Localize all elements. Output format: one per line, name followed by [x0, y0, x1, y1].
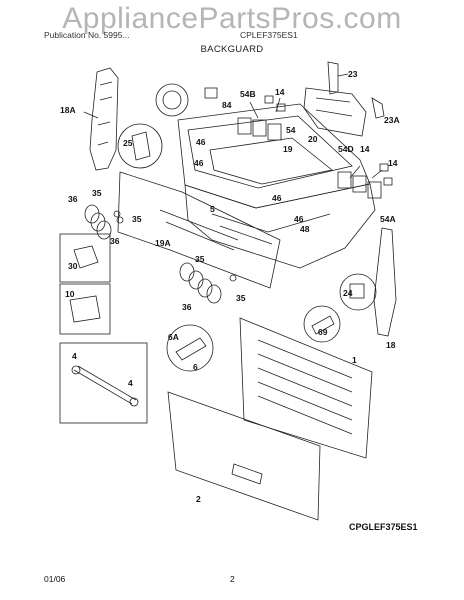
part-30-detail-box	[59, 233, 111, 283]
part-round-clock	[155, 83, 218, 117]
callout-46c: 46	[272, 193, 282, 203]
callout-36c: 36	[182, 302, 192, 312]
callout-54a: 54A	[380, 214, 396, 224]
callout-18: 18	[386, 340, 396, 350]
callout-30: 30	[68, 261, 78, 271]
callout-19: 19	[283, 144, 293, 154]
callout-46d: 46	[294, 214, 304, 224]
part-20-control-board	[303, 87, 367, 137]
callout-35c: 35	[195, 254, 205, 264]
callout-6: 6	[193, 362, 198, 372]
callout-46a: 46	[196, 137, 206, 147]
section-title: BACKGUARD	[200, 44, 264, 55]
callout-14a: 14	[275, 87, 285, 97]
part-2-lower-panel	[167, 391, 321, 521]
part-23-bracket	[327, 61, 339, 95]
callout-19a: 19A	[155, 238, 171, 248]
callout-25: 25	[123, 138, 133, 148]
footer-date: 01/06	[44, 574, 66, 584]
part-19a-control-panel	[117, 171, 281, 289]
callout-23: 23	[348, 69, 358, 79]
callout-36a: 36	[68, 194, 78, 204]
part-10-detail-box	[59, 283, 111, 335]
part-25-detail	[117, 123, 163, 169]
callout-46b: 46	[194, 158, 204, 168]
part-1-rear-panel	[239, 317, 373, 459]
part-4-detail-box	[59, 342, 148, 424]
diagram-code: CPGLEF375ES1	[349, 522, 418, 532]
part-54-relays-upper	[237, 95, 286, 141]
footer-page-number: 2	[230, 574, 235, 584]
callout-54: 54	[286, 125, 296, 135]
callout-4b: 4	[128, 378, 133, 388]
callout-48: 48	[300, 224, 310, 234]
part-18-end-cap	[373, 227, 397, 337]
callout-23a: 23A	[384, 115, 400, 125]
callout-1: 1	[352, 355, 357, 365]
callout-labels: 23 14 54B 84 54 20 23A 18A 25 46 46 19 5…	[60, 69, 400, 504]
part-6-detail	[166, 324, 214, 372]
callout-14b: 14	[360, 144, 370, 154]
callout-35b: 35	[132, 214, 142, 224]
callout-20: 20	[308, 134, 318, 144]
part-36-knobs-bottom	[179, 262, 237, 304]
callout-14c: 14	[388, 158, 398, 168]
callout-10: 10	[65, 289, 75, 299]
callout-2: 2	[196, 494, 201, 504]
callout-24: 24	[343, 288, 353, 298]
callout-54b: 54B	[240, 89, 256, 99]
callout-36b: 36	[110, 236, 120, 246]
callout-69: 69	[318, 327, 328, 337]
part-backguard-body	[184, 183, 376, 269]
callout-5: 5	[210, 204, 215, 214]
callout-84: 84	[222, 100, 232, 110]
part-54a-relays-lower	[337, 163, 393, 199]
callout-54d: 54D	[338, 144, 354, 154]
callout-35d: 35	[236, 293, 246, 303]
part-23a-end-bracket	[371, 97, 385, 119]
part-36-knobs-left	[84, 204, 124, 240]
part-18a-end-cap	[89, 67, 119, 171]
publication-label: Publication No. 5995...	[44, 30, 130, 40]
callout-4a: 4	[72, 351, 77, 361]
part-69-detail	[303, 305, 341, 343]
model-label: CPLEF375ES1	[240, 30, 298, 40]
callout-18a: 18A	[60, 105, 76, 115]
part-24-detail	[339, 273, 377, 311]
callout-35a: 35	[92, 188, 102, 198]
callout-6a: 6A	[168, 332, 179, 342]
